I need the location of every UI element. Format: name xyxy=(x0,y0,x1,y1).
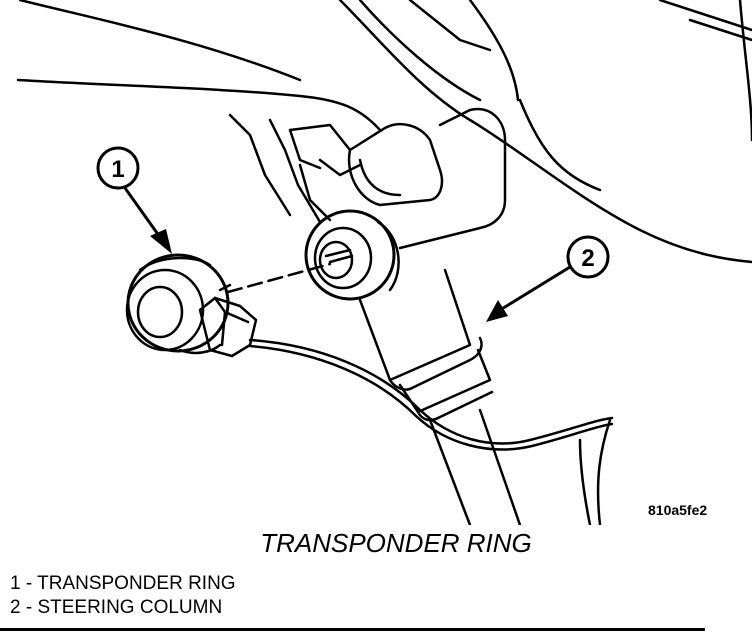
callout-1-number: 1 xyxy=(111,156,124,183)
ignition-lock-cylinder xyxy=(304,209,400,301)
transponder-wire xyxy=(248,338,614,445)
callout-1: 1 xyxy=(96,146,172,254)
transponder-connector xyxy=(198,296,258,358)
callout-2-number: 2 xyxy=(581,245,594,272)
legend-item-2: 2 - STEERING COLUMN xyxy=(10,597,223,618)
dashboard-outline xyxy=(16,0,752,264)
transponder-ring xyxy=(125,253,232,355)
alignment-dashed-line xyxy=(226,262,332,294)
lower-panel-outline xyxy=(228,113,612,525)
figure-title: TRANSPONDER RING xyxy=(260,528,532,558)
bottom-divider xyxy=(0,628,705,631)
figure-id-code: 810a5fe2 xyxy=(648,502,708,518)
callout-2: 2 xyxy=(486,235,610,322)
legend: 1 - TRANSPONDER RING 2 - STEERING COLUMN xyxy=(10,572,236,620)
legend-item-1: 1 - TRANSPONDER RING xyxy=(10,573,236,594)
transponder-ring-illustration: 1 2 xyxy=(16,0,752,525)
